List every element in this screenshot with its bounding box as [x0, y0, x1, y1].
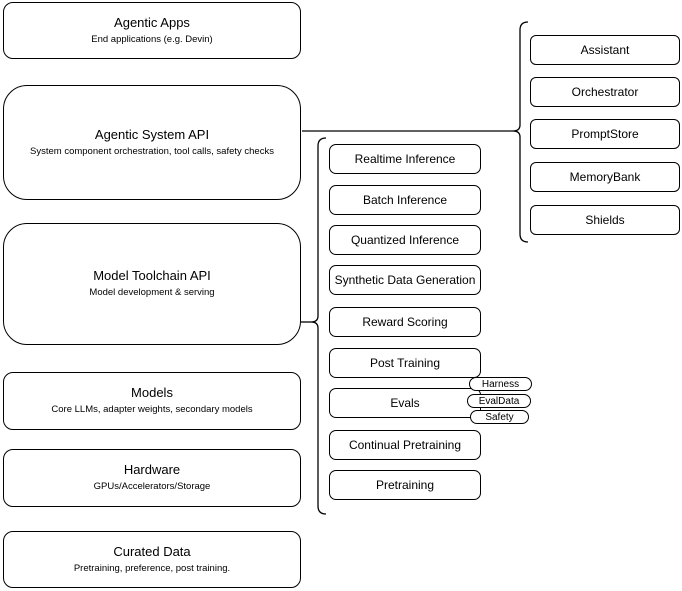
- layer-box-agentic-system-api: Agentic System API System component orch…: [3, 85, 301, 200]
- component-box-shields: Shields: [530, 205, 680, 235]
- layer-box-agentic-apps: Agentic Apps End applications (e.g. Devi…: [3, 2, 301, 59]
- layer-title: Curated Data: [113, 543, 191, 559]
- layer-box-model-toolchain-api: Model Toolchain API Model development & …: [3, 223, 301, 345]
- right-column-brace: [512, 21, 529, 243]
- component-box-orchestrator: Orchestrator: [530, 77, 680, 107]
- component-box-promptstore: PromptStore: [530, 119, 680, 149]
- layer-title: Agentic Apps: [114, 14, 190, 30]
- component-box-post-training: Post Training: [329, 348, 481, 378]
- component-box-pretraining: Pretraining: [329, 470, 481, 500]
- layer-box-models: Models Core LLMs, adapter weights, secon…: [3, 372, 301, 430]
- layer-box-hardware: Hardware GPUs/Accelerators/Storage: [3, 449, 301, 507]
- component-box-continual-pretraining: Continual Pretraining: [329, 430, 481, 460]
- eval-tag-safety: Safety: [470, 410, 529, 424]
- layer-subtitle: End applications (e.g. Devin): [91, 33, 213, 45]
- component-box-assistant: Assistant: [530, 35, 680, 65]
- layer-title: Models: [131, 385, 173, 401]
- layer-subtitle: Core LLMs, adapter weights, secondary mo…: [51, 404, 253, 415]
- eval-tag-evaldata: EvalData: [467, 394, 531, 408]
- component-box-reward-scoring: Reward Scoring: [329, 307, 481, 337]
- component-box-synthetic-data-generation: Synthetic Data Generation: [329, 265, 481, 295]
- component-box-batch-inference: Batch Inference: [329, 185, 481, 215]
- component-box-quantized-inference: Quantized Inference: [329, 225, 481, 255]
- layer-title: Model Toolchain API: [93, 268, 211, 284]
- component-box-memorybank: MemoryBank: [530, 162, 680, 192]
- layer-title: Agentic System API: [94, 126, 210, 142]
- component-box-evals: Evals: [329, 388, 481, 418]
- eval-tag-harness: Harness: [469, 377, 532, 391]
- layer-subtitle: Pretraining, preference, post training.: [73, 562, 231, 574]
- layer-subtitle: GPUs/Accelerators/Storage: [93, 481, 211, 492]
- layer-subtitle: Model development & serving: [89, 287, 215, 298]
- layer-title: Hardware: [123, 462, 181, 478]
- layer-subtitle: System component orchestration, tool cal…: [30, 145, 274, 157]
- layer-box-curated-data: Curated Data Pretraining, preference, po…: [3, 531, 301, 588]
- middle-column-brace: [310, 137, 327, 515]
- component-box-realtime-inference: Realtime Inference: [329, 144, 481, 174]
